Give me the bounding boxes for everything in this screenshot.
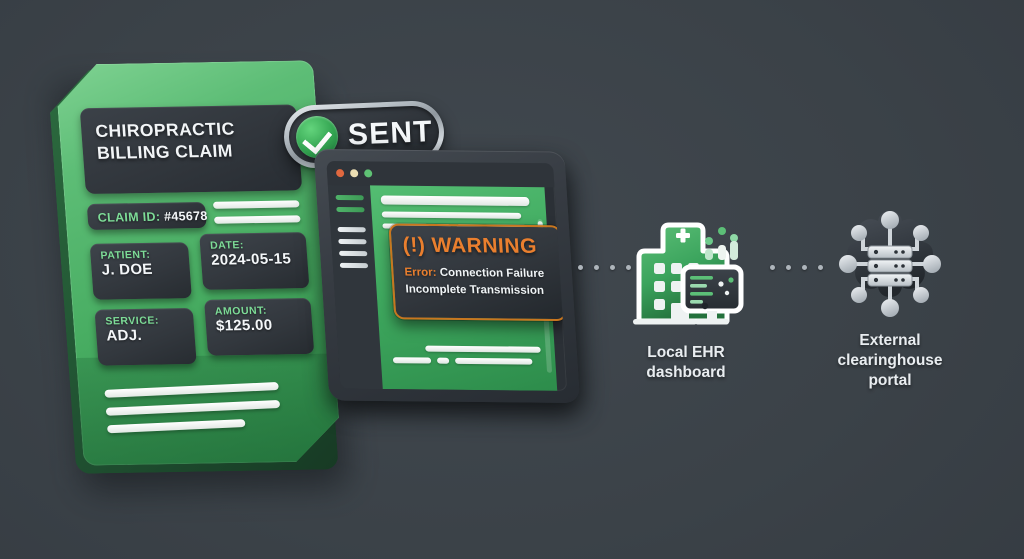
traffic-light-maximize-icon[interactable] <box>363 169 373 178</box>
sidebar-item-1[interactable] <box>335 195 364 201</box>
connector-dot <box>818 265 823 270</box>
content-bottom-lines <box>392 345 542 376</box>
sent-badge-label: SENT <box>347 114 434 152</box>
server-network-icon <box>831 205 949 323</box>
connector-dot <box>610 265 615 270</box>
node-local-ehr[interactable]: Local EHR dashboard <box>608 205 764 383</box>
content-line-5c <box>455 357 533 365</box>
claim-id-value: #45678 <box>163 208 209 224</box>
content-line-row-2 <box>392 357 542 371</box>
tablet-group: (!) WARNING Error: Connection Failure In… <box>313 148 587 416</box>
sidebar-item-6[interactable] <box>339 262 369 269</box>
connector-dot <box>578 265 583 270</box>
node-external-clearinghouse-label: External clearinghouse portal <box>806 331 974 390</box>
warning-detail-line: Incomplete Transmission <box>405 283 545 298</box>
warning-exclamation-icon: (!) <box>402 233 427 257</box>
card-title-line-2: BILLING CLAIM <box>96 140 234 164</box>
node-clearinghouse-label-line-1: External <box>859 332 921 349</box>
amount-chip[interactable]: AMOUNT: $125.00 <box>204 298 314 356</box>
tablet-device[interactable]: (!) WARNING Error: Connection Failure In… <box>313 148 581 404</box>
traffic-light-close-icon[interactable] <box>335 169 345 178</box>
content-line-5b <box>437 357 450 364</box>
hospital-monitor-icon <box>621 205 751 335</box>
connector-dot <box>626 265 631 270</box>
date-chip[interactable]: DATE: 2024-05-15 <box>199 232 309 290</box>
node-clearinghouse-label-line-2: clearinghouse <box>837 351 943 369</box>
service-chip[interactable]: SERVICE: ADJ. <box>94 308 196 366</box>
patient-value: J. DOE <box>100 260 154 279</box>
header-filler-bar-2 <box>214 215 301 223</box>
traffic-light-minimize-icon[interactable] <box>349 169 359 178</box>
warning-dialog[interactable]: (!) WARNING Error: Connection Failure In… <box>388 223 567 322</box>
content-line-5a <box>392 357 432 364</box>
warning-error-text: Connection Failure <box>439 266 545 280</box>
connector-dot <box>786 265 791 270</box>
warning-title-text: WARNING <box>430 233 538 258</box>
sidebar-item-3[interactable] <box>337 226 366 233</box>
content-line-4 <box>424 345 541 353</box>
sidebar-item-2[interactable] <box>336 206 365 213</box>
tablet-screen: (!) WARNING Error: Connection Failure In… <box>326 161 568 391</box>
connector-dot <box>594 265 599 270</box>
node-clearinghouse-label-line-3: portal <box>868 371 912 389</box>
hospital-monitor-svg <box>633 222 744 325</box>
node-local-ehr-label-line-2: dashboard <box>646 363 726 381</box>
node-external-clearinghouse[interactable]: External clearinghouse portal <box>806 205 974 390</box>
header-filler-bar-1 <box>213 200 300 208</box>
card-title-line-1: CHIROPRACTIC <box>94 118 236 141</box>
node-local-ehr-label-line-1: Local EHR <box>647 344 725 361</box>
patient-chip[interactable]: PATIENT: J. DOE <box>90 242 192 300</box>
claim-id-chip[interactable]: CLAIM ID: #45678 <box>87 202 207 230</box>
card-header-plate: CHIROPRACTIC BILLING CLAIM <box>80 105 303 195</box>
connector-dots-left <box>578 265 631 270</box>
date-value: 2024-05-15 <box>210 250 292 269</box>
amount-value: $125.00 <box>215 316 274 335</box>
content-line-1 <box>380 195 530 207</box>
warning-error-label: Error: <box>404 266 437 279</box>
claim-id-label: CLAIM ID: <box>97 209 161 225</box>
sidebar-item-4[interactable] <box>338 238 367 245</box>
warning-error-line: Error: Connection Failure <box>404 265 552 284</box>
node-local-ehr-label: Local EHR dashboard <box>608 343 764 383</box>
content-line-2 <box>381 211 521 219</box>
warning-messages: Error: Connection Failure Incomplete Tra… <box>404 265 554 301</box>
service-value: ADJ. <box>105 326 143 345</box>
server-network-svg <box>839 211 941 317</box>
connector-dots-right <box>770 265 823 270</box>
connector-dot <box>802 265 807 270</box>
sidebar-item-5[interactable] <box>339 250 368 257</box>
warning-title: (!) WARNING <box>402 233 551 258</box>
claim-id-inline: CLAIM ID: #45678 <box>97 209 208 225</box>
window-chrome-bar <box>326 161 555 188</box>
connector-dot <box>770 265 775 270</box>
